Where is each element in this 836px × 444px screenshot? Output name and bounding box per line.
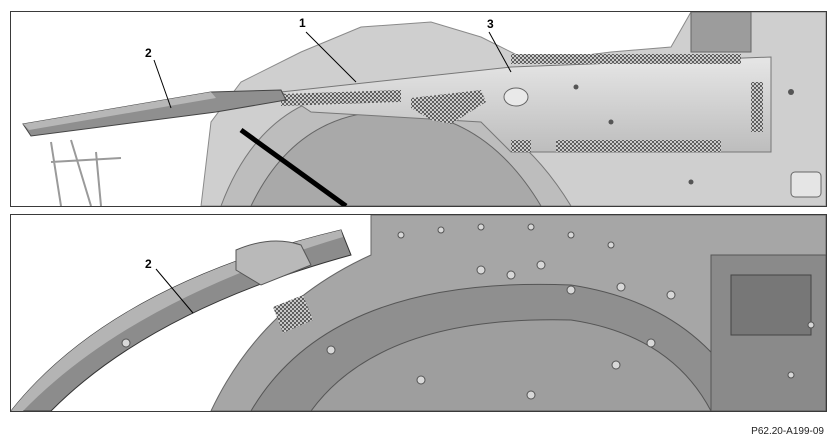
callout-3: 3 (487, 17, 494, 31)
callout-1: 1 (299, 16, 306, 30)
leader-line-2 (153, 59, 172, 109)
figure-code: P62.20-A199-09 (751, 426, 824, 437)
leader-line-2-detail (155, 268, 194, 314)
overview-panel: 1 2 3 (10, 11, 827, 207)
leader-line-1 (305, 31, 357, 83)
detail-panel: 2 (10, 214, 827, 412)
zoom-arrow (239, 127, 348, 206)
leader-line-3 (488, 31, 512, 73)
detail-drawing (11, 215, 826, 411)
callout-2-detail: 2 (145, 257, 152, 271)
callout-2-top: 2 (145, 46, 152, 60)
overview-drawing (11, 12, 826, 206)
